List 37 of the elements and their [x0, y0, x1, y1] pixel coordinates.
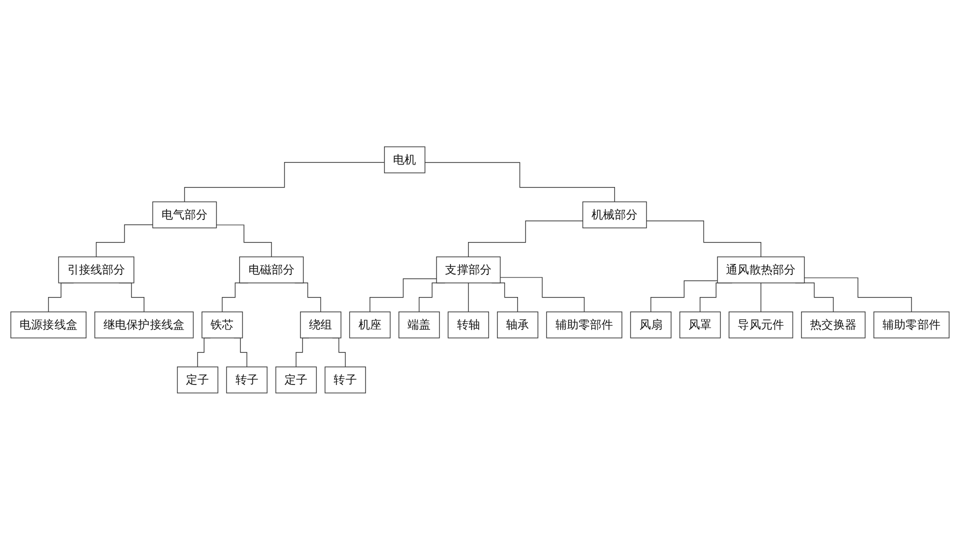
node-box: 电气部分: [152, 202, 217, 228]
connector: [646, 220, 762, 258]
node-box: 电机: [384, 146, 426, 174]
connector: [500, 277, 585, 312]
node-box: 热交换器: [801, 312, 866, 338]
node-box: 通风散热部分: [717, 256, 805, 284]
connector: [184, 162, 385, 202]
connector: [804, 278, 912, 312]
node-box: 辅助零部件: [546, 312, 622, 338]
connector: [370, 278, 437, 312]
node-box: 绕组: [300, 312, 342, 338]
connector: [96, 224, 154, 258]
node-box: 风罩: [679, 312, 721, 338]
connector: [760, 282, 762, 312]
node-box: 电磁部分: [239, 256, 304, 284]
node-box: 继电保护接线盒: [94, 312, 194, 338]
node-box: 转子: [226, 366, 268, 394]
node-box: 转子: [324, 366, 366, 394]
node-box: 支撑部分: [436, 256, 501, 284]
node-box: 机械部分: [582, 202, 647, 228]
node-box: 端盖: [398, 312, 440, 338]
node-box: 定子: [177, 366, 218, 394]
connector: [650, 280, 718, 312]
node-box: 引接线部分: [58, 256, 134, 284]
node-box: 轴承: [497, 312, 538, 338]
connector: [424, 162, 616, 202]
connector: [468, 220, 584, 258]
connector: [216, 224, 272, 258]
node-box: 风扇: [630, 312, 672, 338]
node-box: 转轴: [448, 312, 490, 338]
node-box: 铁芯: [202, 312, 243, 338]
connector: [468, 282, 469, 312]
node-box: 定子: [275, 366, 317, 394]
node-box: 辅助零部件: [874, 312, 950, 338]
node-box: 电源接线盒: [10, 312, 86, 338]
node-box: 机座: [349, 312, 391, 338]
node-box: 导风元件: [728, 312, 794, 338]
